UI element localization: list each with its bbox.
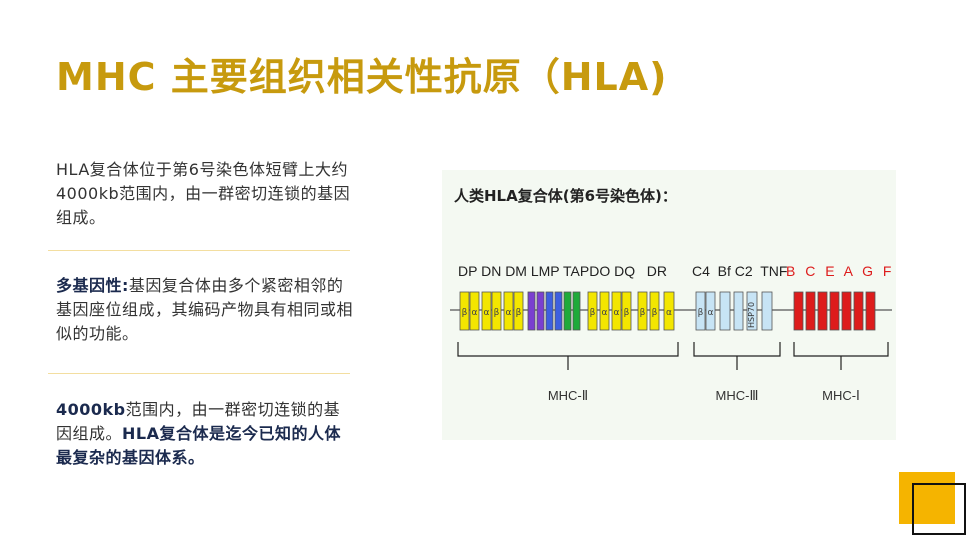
polygenic-label: 多基因性: — [56, 276, 129, 295]
gene-block — [793, 291, 804, 331]
gene-block — [527, 291, 536, 331]
complexity-text: 范围内，由一群密切连锁的基因组成。 — [56, 400, 341, 443]
gene-chain-label: α — [506, 308, 512, 318]
divider — [48, 373, 350, 374]
gene-block — [841, 291, 852, 331]
gene-block — [554, 291, 563, 331]
gene-block — [705, 291, 716, 331]
gene-block — [719, 291, 731, 331]
intro-text: HLA复合体位于第6号染色体短臂上大约4000kb范围内，由一群密切连锁的基因组… — [56, 160, 351, 227]
gene-chain-label: β — [624, 308, 630, 318]
gene-chain-label: α — [484, 308, 490, 318]
gene-block — [563, 291, 572, 331]
hsp70-label: HSP70 — [747, 302, 756, 328]
gene-block — [649, 291, 660, 331]
bracket-class3 — [693, 342, 781, 357]
divider — [48, 250, 350, 251]
gene-block — [536, 291, 545, 331]
polygenic-text: 基因复合体由多个紧密相邻的基因座位组成，其编码产物具有相同或相似的功能。 — [56, 276, 354, 343]
gene-chain-label: β — [652, 308, 658, 318]
gene-block — [817, 291, 828, 331]
polygenic-paragraph: 多基因性:基因复合体由多个紧密相邻的基因座位组成，其编码产物具有相同或相似的功能… — [56, 274, 356, 346]
gene-labels-class2: DP DN DM LMP TAPDO DQ DR — [458, 263, 667, 279]
mhc2-label: MHC-Ⅱ — [548, 388, 588, 403]
gene-block — [746, 291, 758, 331]
corner-accent-square — [899, 472, 955, 524]
gene-block — [611, 291, 622, 331]
gene-labels-class3: C4 Bf C2 TNF — [692, 263, 787, 279]
bracket-class1 — [793, 342, 889, 357]
gene-map-svg: DP DN DM LMP TAPDO DQ DR C4 Bf C2 TNF B … — [450, 263, 894, 403]
page-title: MHC 主要组织相关性抗原（HLA) — [56, 55, 668, 99]
bracket-class2 — [457, 342, 679, 357]
corner-frame-square — [912, 483, 966, 535]
gene-chain-label: β — [590, 308, 596, 318]
gene-block — [805, 291, 816, 331]
gene-block — [663, 291, 675, 331]
gene-chain-label: α — [666, 308, 672, 318]
gene-block — [865, 291, 876, 331]
gene-block — [469, 291, 480, 331]
gene-labels-class1: B C E A G F — [786, 263, 894, 279]
gene-chain-label: β — [698, 308, 704, 318]
mhc3-label: MHC-Ⅲ — [716, 388, 759, 403]
complexity-bold: HLA复合体是迄今已知的人体最复杂的基因体系。 — [56, 424, 341, 467]
gene-chain-label: α — [602, 308, 608, 318]
gene-chain-label: β — [494, 308, 500, 318]
gene-block — [853, 291, 864, 331]
diagram-title: 人类HLA复合体(第6号染色体)： — [454, 187, 677, 205]
gene-block — [599, 291, 610, 331]
gene-block — [637, 291, 648, 331]
gene-block — [587, 291, 598, 331]
complexity-paragraph: 4000kb范围内，由一群密切连锁的基因组成。HLA复合体是迄今已知的人体最复杂… — [56, 398, 356, 470]
gene-chain-label: β — [640, 308, 646, 318]
gene-block — [695, 291, 706, 331]
complexity-lead: 4000kb — [56, 400, 126, 419]
gene-block — [513, 291, 524, 331]
gene-block — [545, 291, 554, 331]
gene-chain-label: β — [516, 308, 522, 318]
gene-block — [459, 291, 470, 331]
gene-block — [733, 291, 744, 331]
gene-block — [829, 291, 840, 331]
gene-chain-label: α — [708, 308, 714, 318]
gene-chain-label: β — [462, 308, 468, 318]
intro-paragraph: HLA复合体位于第6号染色体短臂上大约4000kb范围内，由一群密切连锁的基因组… — [56, 158, 356, 230]
gene-chain-label: α — [472, 308, 478, 318]
gene-block — [761, 291, 773, 331]
gene-chain-label: α — [614, 308, 620, 318]
gene-block — [503, 291, 514, 331]
gene-block — [491, 291, 502, 331]
gene-block — [621, 291, 632, 331]
gene-block — [572, 291, 581, 331]
hla-diagram: 人类HLA复合体(第6号染色体)： DP DN DM LMP TAPDO DQ … — [442, 170, 896, 440]
gene-block — [481, 291, 492, 331]
mhc1-label: MHC-Ⅰ — [822, 388, 860, 403]
